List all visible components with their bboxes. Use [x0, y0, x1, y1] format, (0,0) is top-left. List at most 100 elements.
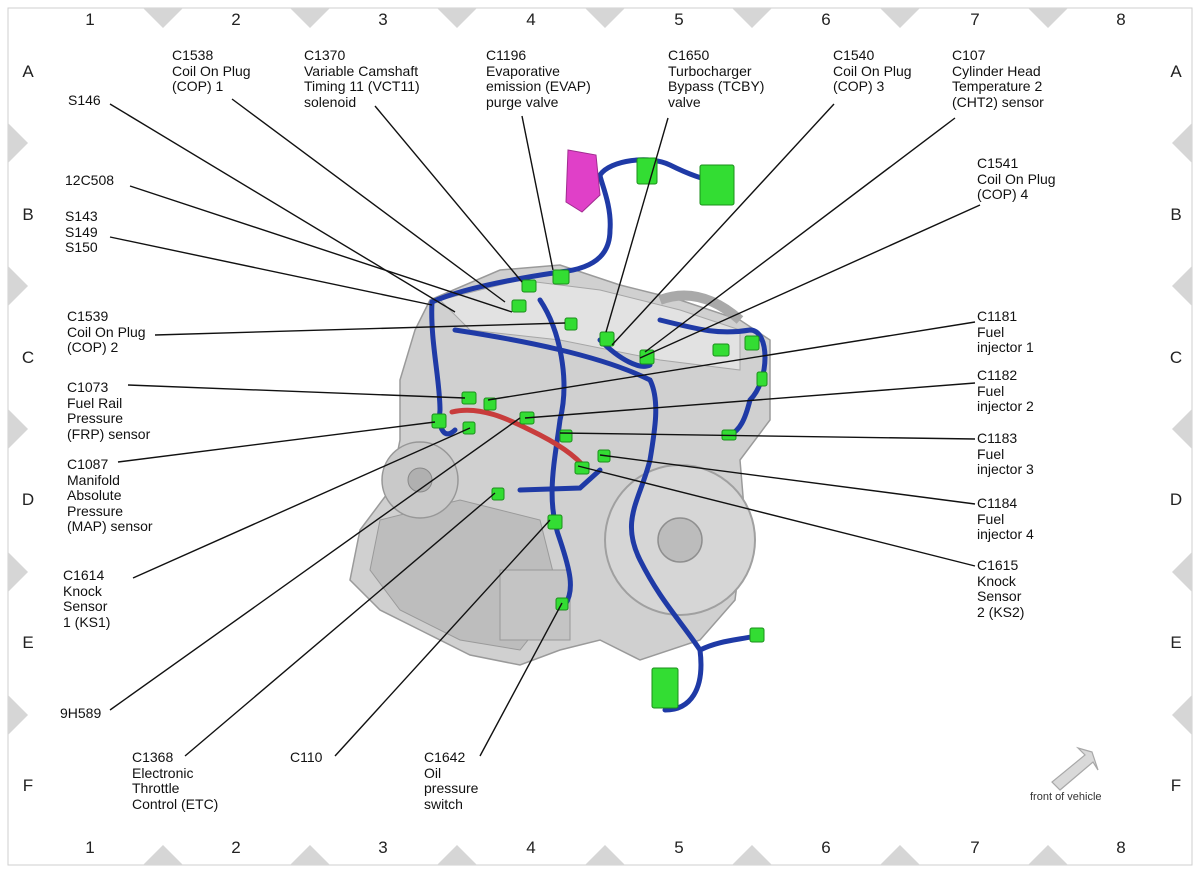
connector-8: [483, 397, 497, 411]
callout-c1087: C1087 Manifold Absolute Pressure (MAP) s…: [67, 456, 153, 534]
leader-line-c1614: [132, 427, 471, 579]
left-marker-3: [8, 409, 28, 449]
leader-line-c1650: [605, 117, 669, 333]
leader-line-c1539: [154, 322, 566, 336]
right-marker-1: [1172, 123, 1192, 163]
callout-c1181: C1181 Fuel injector 1: [977, 308, 1034, 355]
top-marker-4: [585, 8, 625, 28]
leader-line-s146: [109, 103, 456, 313]
leader-line-s143: [109, 236, 433, 306]
callout-c1368: C1368 Electronic Throttle Control (ETC): [132, 749, 219, 812]
top-column-label-8: 8: [1116, 10, 1126, 29]
callout-c1182: C1182 Fuel injector 2: [977, 367, 1034, 414]
left-row-label-B: B: [22, 205, 34, 224]
bottom-marker-2: [290, 845, 330, 865]
leader-line-c110: [334, 519, 551, 757]
bottom-column-label-7: 7: [970, 838, 980, 857]
connector-12: [574, 461, 590, 475]
leader-line-c1184: [599, 454, 976, 505]
connector-2: [521, 279, 537, 293]
connector-15: [491, 487, 505, 501]
top-column-label-3: 3: [378, 10, 388, 29]
right-row-label-D: D: [1169, 490, 1183, 509]
callout-c1541: C1541 Coil On Plug (COP) 4: [977, 155, 1056, 202]
top-marker-7: [1028, 8, 1068, 28]
top-column-label-4: 4: [526, 10, 536, 29]
harness-wire-7: [517, 467, 603, 493]
bottom-marker-7: [1028, 845, 1068, 865]
callout-c1614: C1614 Knock Sensor 1 (KS1): [63, 567, 111, 630]
bottom-marker-1: [143, 845, 183, 865]
leader-line-c1540: [611, 103, 835, 346]
top-marker-5: [732, 8, 772, 28]
left-row-label-F: F: [22, 776, 34, 795]
right-row-label-F: F: [1170, 776, 1182, 795]
connector-5: [599, 331, 615, 347]
callout-c12c508: 12C508: [65, 172, 115, 188]
leader-line-c9h589: [109, 417, 521, 711]
left-row-label-D: D: [21, 490, 35, 509]
callout-c1184: C1184 Fuel injector 4: [977, 495, 1034, 542]
right-marker-3: [1172, 409, 1192, 449]
top-column-label-7: 7: [970, 10, 980, 29]
top-column-label-2: 2: [231, 10, 241, 29]
leader-line-c107: [644, 117, 956, 353]
connector-1: [511, 299, 527, 313]
wiring-harness: [429, 149, 768, 713]
left-row-label-E: E: [22, 633, 34, 652]
left-row-label-C: C: [21, 348, 35, 367]
callout-c1538: C1538 Coil On Plug (COP) 1: [172, 47, 251, 94]
fuel-rail: [449, 407, 588, 471]
callout-c1642: C1642 Oil pressure switch: [424, 749, 479, 812]
right-marker-5: [1172, 695, 1192, 735]
leader-line-c1183: [559, 432, 976, 440]
connector-20: [712, 343, 730, 357]
connector-13: [431, 413, 447, 429]
top-column-label-5: 5: [674, 10, 684, 29]
leader-line-c1642: [479, 602, 563, 757]
harness-wire-8: [657, 317, 768, 438]
leader-line-c12c508: [129, 185, 513, 313]
callout-c107: C107 Cylinder Head Temperature 2 (CHT2) …: [952, 47, 1044, 110]
left-marker-4: [8, 552, 28, 592]
grid-markers: [8, 8, 1192, 865]
connector-16: [547, 514, 563, 530]
bottom-column-label-2: 2: [231, 838, 241, 857]
connector-3: [552, 269, 570, 285]
connector-10: [559, 429, 573, 443]
connector-21: [744, 335, 760, 351]
callout-c1539: C1539 Coil On Plug (COP) 2: [67, 308, 146, 355]
callout-c1370: C1370 Variable Camshaft Timing 11 (VCT11…: [304, 47, 420, 110]
leader-line-c1538: [231, 98, 506, 303]
bottom-marker-6: [880, 845, 920, 865]
bottom-column-label-8: 8: [1116, 838, 1126, 857]
top-marker-1: [143, 8, 183, 28]
bottom-column-label-3: 3: [378, 838, 388, 857]
bottom-column-label-4: 4: [526, 838, 536, 857]
top-column-label-1: 1: [85, 10, 95, 29]
callout-c1650: C1650 Turbocharger Bypass (TCBY) valve: [668, 47, 765, 110]
harness-wire-3: [429, 299, 458, 437]
right-row-label-C: C: [1169, 348, 1183, 367]
bottom-column-label-5: 5: [674, 838, 684, 857]
top-marker-3: [437, 8, 477, 28]
top-marker-6: [880, 8, 920, 28]
leader-line-c1196: [521, 115, 554, 271]
top-marker-2: [290, 8, 330, 28]
front-of-vehicle-label: front of vehicle: [1030, 791, 1102, 803]
top-column-label-6: 6: [821, 10, 831, 29]
right-marker-4: [1172, 552, 1192, 592]
leader-line-c1370: [374, 105, 523, 283]
left-marker-5: [8, 695, 28, 735]
bottom-column-label-1: 1: [85, 838, 95, 857]
connector-25: [651, 667, 679, 709]
bottom-column-label-6: 6: [821, 838, 831, 857]
callout-c1183: C1183 Fuel injector 3: [977, 430, 1034, 477]
callout-c1615: C1615 Knock Sensor 2 (KS2): [977, 557, 1025, 620]
leader-lines: [109, 98, 981, 757]
harness-wire-1: [429, 172, 613, 305]
front-of-vehicle-arrow-icon: [1051, 746, 1099, 791]
turbo-pipe: [658, 290, 744, 324]
